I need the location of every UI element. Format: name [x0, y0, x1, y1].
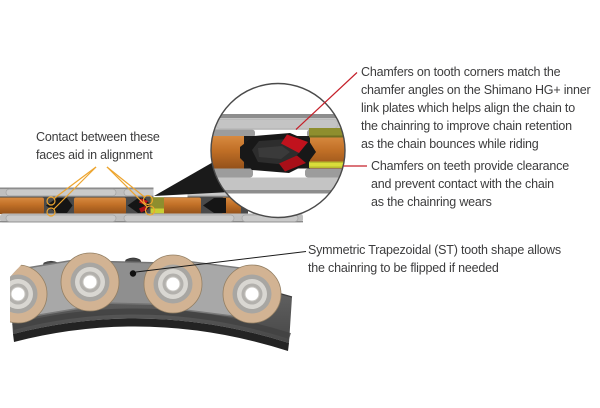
chain-side-view	[0, 186, 303, 223]
st-tooth-marker-dot	[129, 270, 137, 277]
roller	[143, 254, 203, 314]
tooth-chamfer-bottom	[279, 155, 306, 172]
chainring-front-view	[10, 252, 293, 351]
magnifier-detail	[210, 82, 346, 219]
zoom-olive-strip	[309, 128, 345, 138]
roller	[222, 264, 282, 324]
leader-line-contact-3	[106, 166, 145, 198]
chain-plates-front	[10, 257, 277, 319]
tooth-chamfer-top	[281, 134, 308, 153]
leader-line-contact-2	[53, 166, 97, 210]
leader-line-st-tooth	[135, 251, 307, 273]
magnifier-wedge	[154, 161, 231, 196]
contact-circle-2	[46, 207, 56, 217]
leader-line-contact-1	[53, 166, 97, 199]
leader-line-contact-4	[106, 166, 148, 208]
magnifier-circle-border	[210, 82, 346, 219]
chain-rollers	[0, 197, 241, 214]
leader-lines	[129, 72, 367, 277]
note-st-tooth: Symmetric Trapezoidal (ST) tooth shape a…	[308, 243, 561, 275]
wear-indicator-yellow	[150, 208, 164, 213]
roller	[10, 264, 48, 324]
zoom-detail-content	[211, 83, 345, 218]
contact-circle-4	[144, 205, 156, 216]
contact-circle-1	[46, 196, 56, 206]
note-chamfer-corners: Chamfers on tooth corners match the cham…	[361, 65, 591, 151]
zoom-yellow-strip	[309, 163, 345, 167]
leader-line-chamfer-corners	[295, 72, 358, 130]
note-chamfer-teeth: Chamfers on teeth provide clearance and …	[371, 159, 569, 209]
zoom-tooth	[240, 133, 316, 173]
roller	[60, 252, 120, 312]
contact-point-markers	[46, 166, 156, 217]
chainring-teeth-side	[46, 198, 226, 213]
contact-face-bottom	[139, 206, 148, 213]
zoom-roller-left	[211, 136, 244, 169]
note-contact-alignment: Contact between these faces aid in align…	[36, 130, 160, 162]
contact-circle-3	[142, 194, 154, 206]
